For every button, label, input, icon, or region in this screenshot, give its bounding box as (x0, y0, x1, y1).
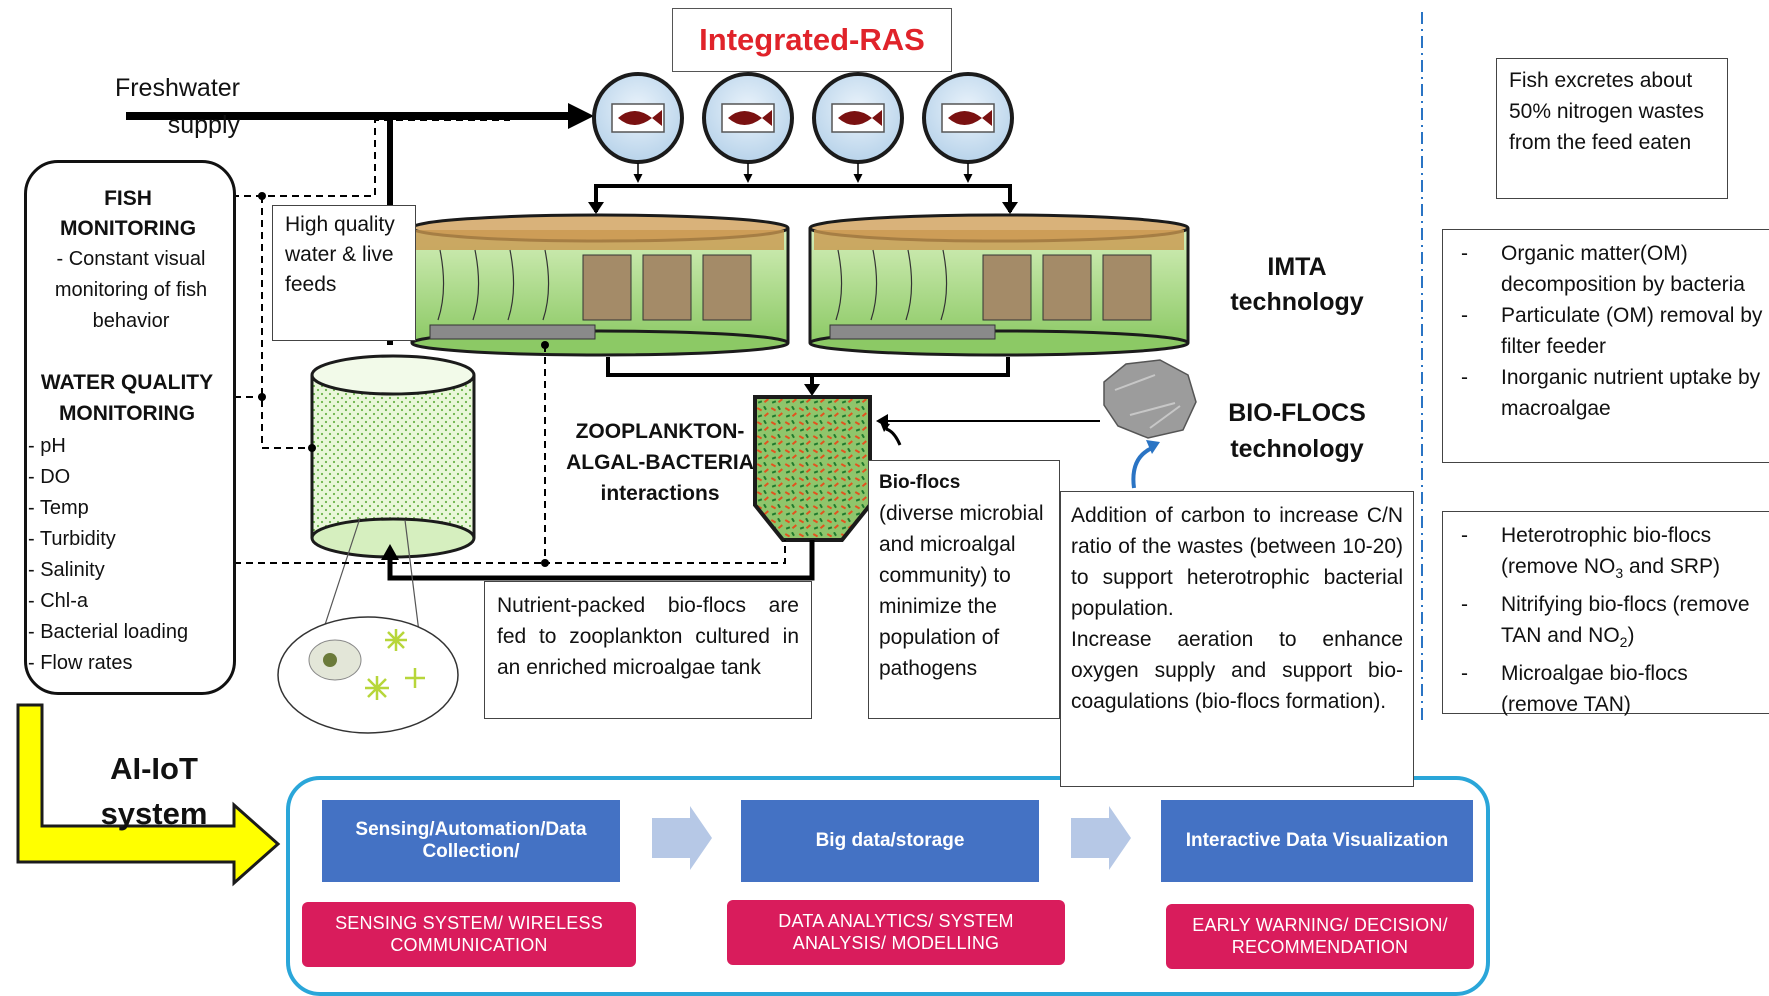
fish-tank-4 (922, 72, 1014, 164)
imta-tank-2 (808, 213, 1190, 357)
zooplankton-callout (277, 517, 459, 734)
param-flow-rates: - Flow rates (28, 652, 133, 674)
biofloc-types-box: Heterotrophic bio-flocs (remove NO3 and … (1442, 511, 1769, 716)
param-ph: - pH (28, 435, 66, 457)
microalgae-cylinder (310, 354, 476, 559)
imta-tank-1 (410, 213, 790, 357)
om-process-box: Organic matter(OM) decomposition by bact… (1442, 229, 1769, 463)
step-visualization: Interactive Data Visualization (1161, 800, 1473, 882)
param-salinity: - Salinity (28, 559, 105, 581)
carbon-box-p1: Addition of carbon to increase C/N ratio… (1071, 504, 1403, 620)
carbon-box: Addition of carbon to increase C/N ratio… (1060, 491, 1414, 787)
water-quality-params: - pH - DO - Temp - Turbidity - Salinity … (28, 431, 228, 679)
aiot-label: AI-IoT system (100, 751, 208, 831)
fish-monitoring-text: - Constant visual monitoring of fish beh… (54, 248, 208, 332)
fish-monitoring-heading: FISH MONITORING (59, 187, 197, 240)
step-big-data: Big data/storage (741, 800, 1039, 882)
pipeline-arrow-2 (1071, 806, 1131, 870)
aiot-arrow (16, 703, 281, 887)
fish-tank-2 (702, 72, 794, 164)
fish-tank-1 (592, 72, 684, 164)
carbon-box-p2: Increase aeration to enhance oxygen supp… (1071, 628, 1403, 713)
sub-early-warning: EARLY WARNING/ DECISION/ RECOMMENDATION (1166, 904, 1474, 969)
bioflocs-box-heading: Bio-flocs (879, 472, 961, 493)
nutrient-box: Nutrient-packed bio-flocs are fed to zoo… (484, 581, 812, 719)
monitoring-panel (24, 160, 236, 695)
high-quality-box: High quality water & live feeds (272, 205, 416, 341)
param-turbidity: - Turbidity (28, 528, 116, 550)
om-item-2: Particulate (OM) removal by filter feede… (1447, 300, 1767, 362)
water-quality-heading: WATER QUALITY MONITORING (40, 371, 214, 425)
freshwater-supply-label: Freshwater supply (114, 74, 240, 139)
fish-tank-3 (812, 72, 904, 164)
pipeline-arrow-1 (652, 806, 712, 870)
param-chla: - Chl-a (28, 590, 89, 612)
param-temp: - Temp (28, 497, 89, 519)
step-sensing: Sensing/Automation/Data Collection/ (322, 800, 620, 882)
om-item-1: Organic matter(OM) decomposition by bact… (1447, 238, 1767, 300)
bioflocs-rock (1103, 359, 1197, 439)
imta-label: IMTA technology (1230, 253, 1364, 316)
param-bacterial-loading: - Bacterial loading (28, 621, 189, 643)
zab-interactions-label: ZOOPLANKTON-ALGAL-BACTERIA interactions (566, 420, 754, 505)
aiot-frame (286, 776, 1490, 996)
fish-excretes-box: Fish excretes about 50% nitrogen wastes … (1496, 58, 1728, 199)
biofloc-type-heterotrophic: Heterotrophic bio-flocs (remove NO3 and … (1447, 520, 1767, 589)
om-item-3: Inorganic nutrient uptake by macroalgae (1447, 362, 1767, 424)
biofloc-type-microalgae: Microalgae bio-flocs (remove TAN) (1447, 658, 1767, 720)
bioflocs-technology-label: BIO-FLOCS technology (1228, 399, 1366, 463)
biofloc-type-nitrifying: Nitrifying bio-flocs (remove TAN and NO2… (1447, 589, 1767, 658)
zab-tank (753, 395, 872, 542)
bioflocs-box: Bio-flocs (diverse microbial and microal… (868, 460, 1060, 719)
bioflocs-box-text: (diverse microbial and microalgal commun… (879, 502, 1044, 680)
diagram-title: Integrated-RAS (672, 8, 952, 72)
sub-analytics: DATA ANALYTICS/ SYSTEM ANALYSIS/ MODELLI… (727, 900, 1065, 965)
sub-sensing: SENSING SYSTEM/ WIRELESS COMMUNICATION (302, 902, 636, 967)
param-do: - DO (28, 466, 71, 488)
